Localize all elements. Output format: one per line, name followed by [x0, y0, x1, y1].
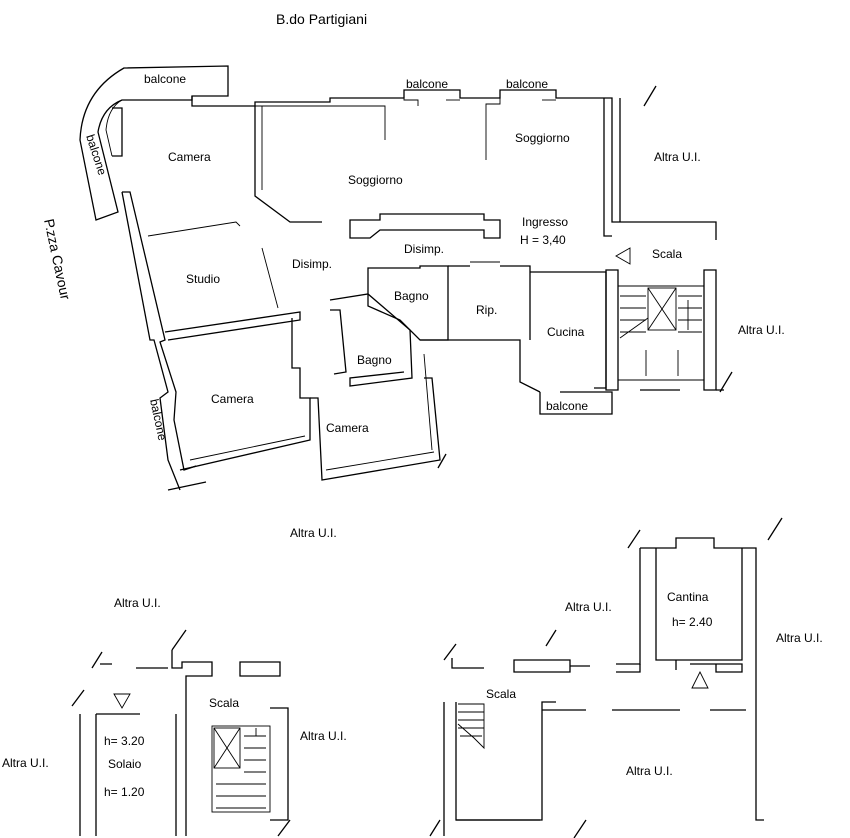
label-balcone-top-right: balcone — [506, 77, 548, 91]
attic-stair-arrow-icon — [113, 693, 131, 709]
label-other-unit-right-mid: Altra U.I. — [738, 323, 785, 337]
label-camera-right: Camera — [326, 421, 369, 435]
label-cucina: Cucina — [547, 325, 585, 339]
attic-labels: Altra U.I. Altra U.I. Altra U.I. Scala h… — [2, 596, 347, 799]
attic-other-unit-left: Altra U.I. — [2, 756, 49, 770]
label-bagno-lower: Bagno — [357, 353, 392, 367]
attic-label-scala: Scala — [209, 696, 239, 710]
cellar-other-unit-bottom: Altra U.I. — [626, 764, 673, 778]
label-other-unit-center: Altra U.I. — [290, 526, 337, 540]
label-ingresso-height: H = 3,40 — [520, 233, 566, 247]
boundary-ticks — [167, 85, 733, 491]
cellar-labels: Altra U.I. Altra U.I. Altra U.I. Scala C… — [486, 590, 823, 778]
main-labels: B.do Partigiani P.zza Cavour balcone bal… — [41, 11, 785, 540]
label-disimp-left: Disimp. — [292, 257, 332, 271]
label-soggiorno-center: Soggiorno — [348, 173, 403, 187]
attic-label-solaio: Solaio — [108, 757, 142, 771]
attic-height-bottom: h= 1.20 — [104, 785, 145, 799]
cellar-plan-walls — [429, 517, 783, 838]
label-other-unit-right-top: Altra U.I. — [654, 150, 701, 164]
cellar-height: h= 2.40 — [672, 615, 713, 629]
attic-other-unit-right: Altra U.I. — [300, 729, 347, 743]
label-balcone-left: balcone — [83, 133, 109, 178]
label-studio: Studio — [186, 272, 220, 286]
street-name-left: P.zza Cavour — [41, 217, 74, 301]
main-staircase — [615, 247, 702, 376]
cellar-other-unit-right: Altra U.I. — [776, 631, 823, 645]
label-balcone-top-left: balcone — [144, 72, 186, 86]
label-balcone-top-mid: balcone — [406, 77, 448, 91]
label-balcone-kitchen: balcone — [546, 399, 588, 413]
cellar-stair-arrow-icon — [691, 670, 709, 689]
label-soggiorno-right: Soggiorno — [515, 131, 570, 145]
cellar-other-unit-top: Altra U.I. — [565, 600, 612, 614]
label-disimp-center: Disimp. — [404, 242, 444, 256]
label-balcone-camera: balcone — [147, 398, 170, 442]
main-apartment-walls — [79, 65, 724, 491]
street-name-top: B.do Partigiani — [276, 11, 367, 27]
stair-arrow-icon — [615, 247, 631, 265]
label-camera-top: Camera — [168, 150, 211, 164]
label-ripostiglio: Rip. — [476, 303, 497, 317]
attic-height-top: h= 3.20 — [104, 734, 145, 748]
label-camera-left: Camera — [211, 392, 254, 406]
label-bagno-upper: Bagno — [394, 289, 429, 303]
cellar-label-cantina: Cantina — [667, 590, 709, 604]
label-scala-main: Scala — [652, 247, 682, 261]
cellar-label-scala: Scala — [486, 687, 516, 701]
attic-plan-walls — [71, 629, 291, 837]
label-ingresso: Ingresso — [522, 215, 568, 229]
attic-other-unit-top: Altra U.I. — [114, 596, 161, 610]
